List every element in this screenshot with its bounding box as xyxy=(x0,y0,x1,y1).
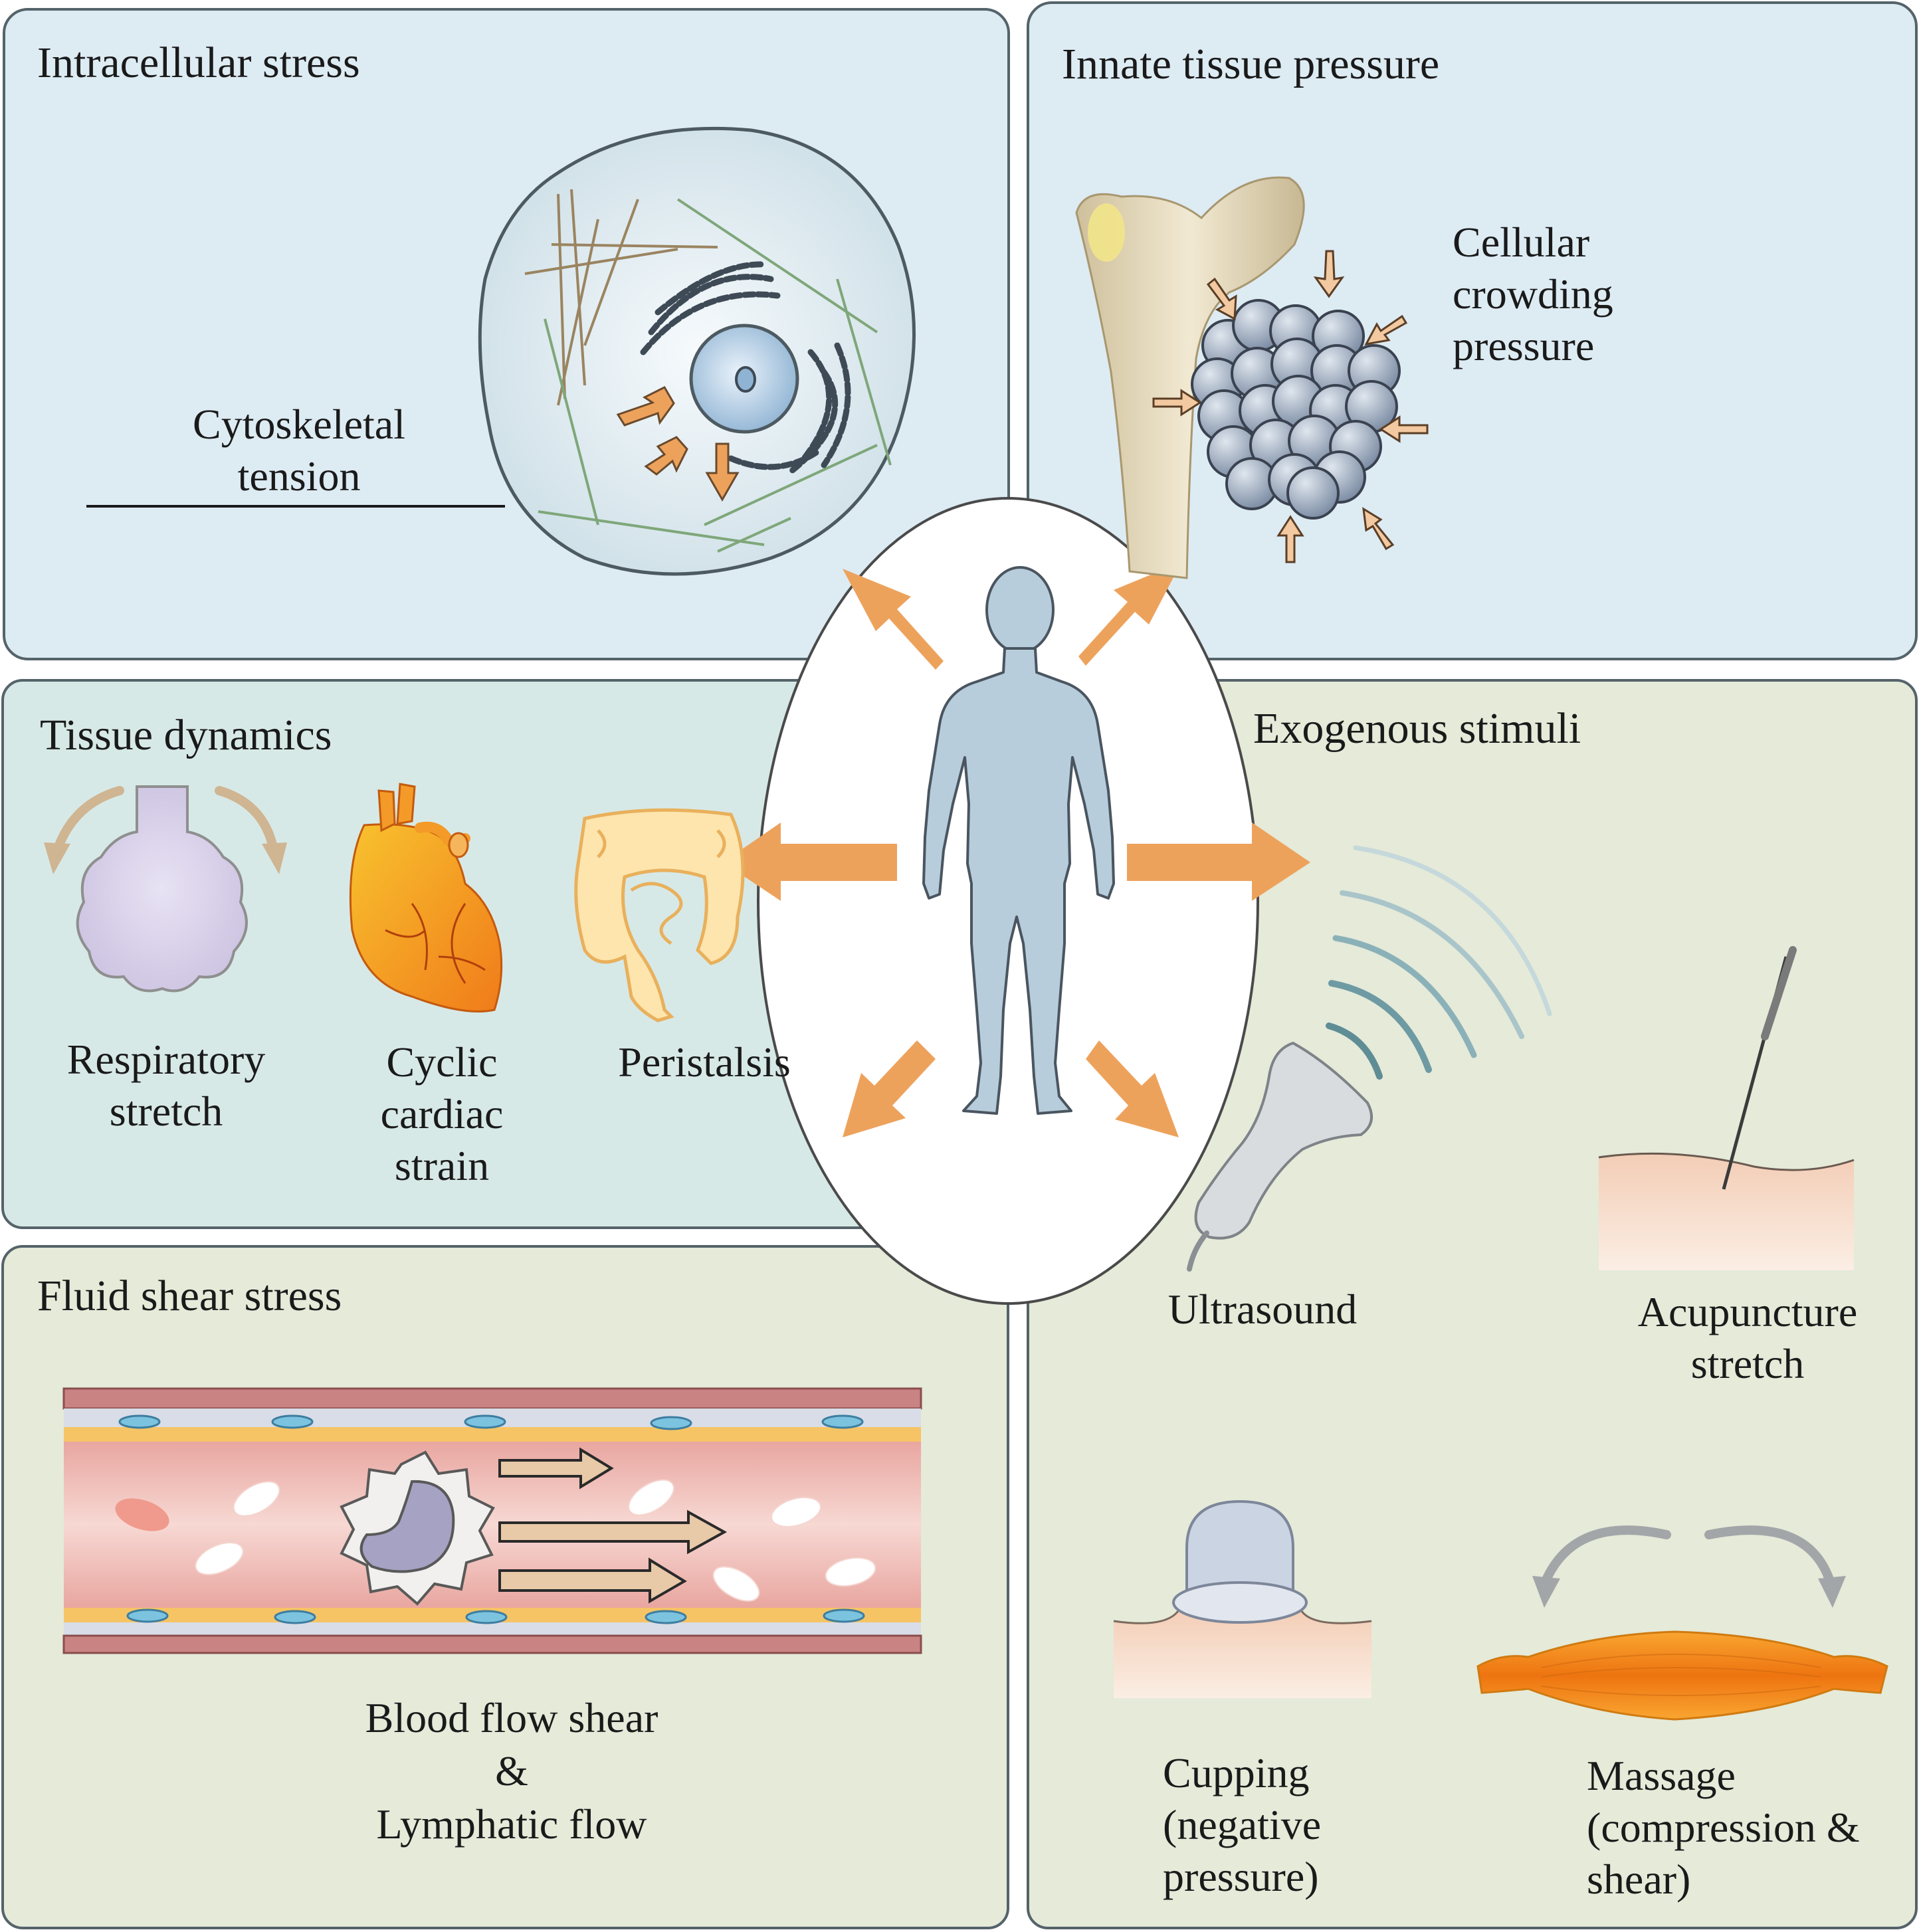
crowding-label-line3: pressure xyxy=(1453,322,1595,370)
respiratory-stretch-label: Respiratory stretch xyxy=(27,1034,306,1137)
cellular-crowding-pressure-label: Cellular crowding pressure xyxy=(1453,217,1613,372)
cardiac-label-line3: strain xyxy=(394,1142,490,1190)
flow-arrows xyxy=(498,1447,728,1604)
cupping-label-line1: Cupping xyxy=(1163,1749,1310,1796)
orange-arrow-up-right xyxy=(1078,562,1181,666)
orange-arrow-down-left xyxy=(843,1040,936,1137)
human-body-icon xyxy=(922,566,1115,1115)
respiratory-arrowhead-left xyxy=(44,842,70,874)
respiratory-label-line2: stretch xyxy=(109,1088,223,1135)
cytoskeletal-label-line1: Cytoskeletal xyxy=(193,401,405,448)
intracellular-stress-title: Intracellular stress xyxy=(37,39,360,87)
cupping-label-line2: (negative xyxy=(1163,1801,1322,1849)
orange-arrow-up-left xyxy=(843,569,944,670)
blood-lymphatic-flow-label: Blood flow shear & Lymphatic flow xyxy=(266,1691,758,1851)
massage-label-line1: Massage xyxy=(1587,1752,1736,1799)
cyclic-cardiac-strain-label: Cyclic cardiac strain xyxy=(332,1036,552,1192)
cytoskeletal-label-line2: tension xyxy=(237,452,361,500)
orange-arrow-left xyxy=(723,822,897,901)
ultrasound-probe-icon xyxy=(1187,1041,1373,1272)
cytoskeletal-tension-label: Cytoskeletal tension xyxy=(133,399,465,502)
ultrasound-label: Ultrasound xyxy=(1167,1286,1358,1333)
orange-arrow-right xyxy=(1127,822,1310,901)
acupuncture-skin-icon xyxy=(1598,1152,1855,1270)
peristalsis-label: Peristalsis xyxy=(618,1038,791,1086)
massage-muscle-icon xyxy=(1476,1630,1888,1721)
orange-arrow-down-right xyxy=(1086,1040,1179,1137)
intestine-icon xyxy=(574,808,745,1022)
cupping-label-line3: pressure) xyxy=(1163,1853,1319,1901)
crowding-label-line2: crowding xyxy=(1453,270,1613,318)
tissue-dynamics-title: Tissue dynamics xyxy=(40,711,332,759)
white-blood-cell-icon xyxy=(340,1450,495,1606)
respiratory-curved-arrows xyxy=(52,786,278,855)
ultrasound-waves xyxy=(1326,845,1552,1080)
blood-flow-label-line2: & xyxy=(495,1747,528,1794)
massage-curved-arrows xyxy=(1541,1525,1835,1586)
cardiac-label-line1: Cyclic xyxy=(386,1038,498,1086)
massage-arrowhead-right xyxy=(1818,1576,1846,1608)
cupping-label: Cupping (negative pressure) xyxy=(1163,1747,1321,1903)
exogenous-stimuli-title: Exogenous stimuli xyxy=(1253,704,1581,753)
massage-label-line3: shear) xyxy=(1587,1856,1691,1903)
heart-icon xyxy=(349,783,503,1013)
acupuncture-needle-icon xyxy=(1722,946,1797,1190)
acupuncture-stretch-label: Acupuncture stretch xyxy=(1608,1286,1887,1390)
cell-cluster-icon xyxy=(1191,299,1401,520)
blood-flow-label-line1: Blood flow shear xyxy=(365,1694,658,1741)
blood-cells xyxy=(115,1479,876,1602)
massage-label: Massage (compression & shear) xyxy=(1587,1750,1860,1905)
cardiac-label-line2: cardiac xyxy=(380,1090,504,1138)
cupping-icon xyxy=(1113,1499,1372,1698)
crowding-label-line1: Cellular xyxy=(1453,219,1590,266)
fluid-shear-stress-title: Fluid shear stress xyxy=(37,1272,342,1320)
acupuncture-label-line2: stretch xyxy=(1690,1340,1805,1388)
massage-arrowhead-left xyxy=(1532,1576,1560,1608)
acupuncture-label-line1: Acupuncture xyxy=(1637,1288,1858,1335)
innate-tissue-pressure-title: Innate tissue pressure xyxy=(1062,40,1440,88)
crowding-arrows xyxy=(1152,250,1429,563)
lung-icon xyxy=(76,785,248,993)
massage-label-line2: (compression & xyxy=(1587,1804,1860,1852)
blood-flow-label-line3: Lymphatic flow xyxy=(376,1800,647,1848)
respiratory-arrowhead-right xyxy=(262,842,287,874)
respiratory-label-line1: Respiratory xyxy=(66,1036,266,1083)
cell-illustration xyxy=(478,126,916,576)
